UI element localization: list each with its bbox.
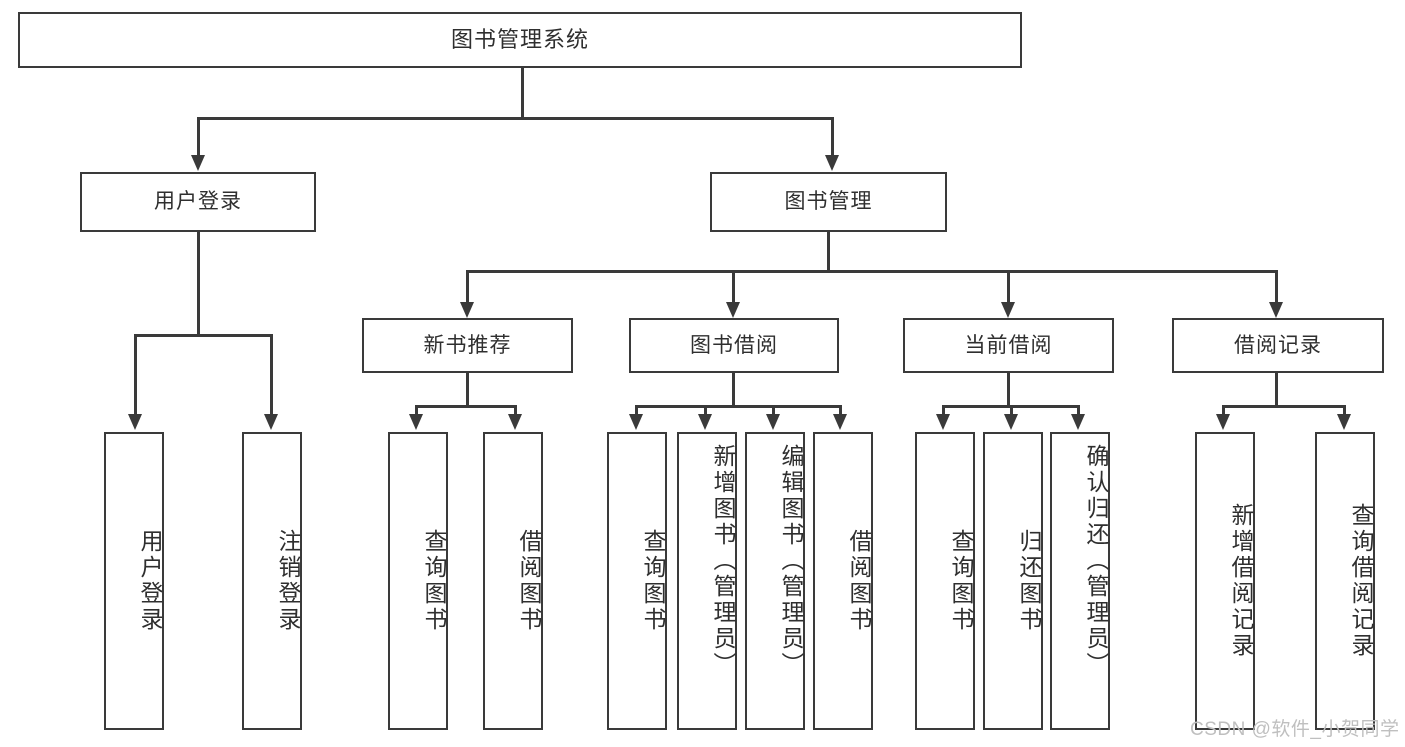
leaf-currentborrow-query-book[interactable]: 查询图书 [915, 432, 975, 730]
arrow-to-bookborrow-leaf-4 [833, 414, 847, 430]
arrow-to-bookborrow-leaf-2 [698, 414, 712, 430]
connector-newbook-drop-2 [514, 405, 517, 417]
connector-root-left-drop [197, 117, 200, 157]
arrow-to-bookborrow-leaf-3 [766, 414, 780, 430]
leaf-newbook-borrow-book[interactable]: 借阅图书 [483, 432, 543, 730]
connector-bookborrow-stem [732, 373, 735, 407]
connector-bookborrow-bus [635, 405, 841, 408]
node-user-login[interactable]: 用户登录 [80, 172, 316, 232]
node-book-borrow[interactable]: 图书借阅 [629, 318, 839, 373]
node-current-borrow[interactable]: 当前借阅 [903, 318, 1114, 373]
leaf-bookborrow-edit-book-admin[interactable]: 编辑图书（管理员） [745, 432, 805, 730]
node-root[interactable]: 图书管理系统 [18, 12, 1022, 68]
connector-root-right-drop [831, 117, 834, 157]
leaf-user-login[interactable]: 用户登录 [104, 432, 164, 730]
arrow-to-currentborrow-leaf-2 [1004, 414, 1018, 430]
connector-newbook-bus [415, 405, 517, 408]
arrow-to-newbook-leaf-2 [508, 414, 522, 430]
leaf-bookborrow-borrow-book[interactable]: 借阅图书 [813, 432, 873, 730]
connector-bookborrow-drop-1 [635, 405, 638, 417]
connector-userlogin-drop-2 [270, 334, 273, 416]
connector-bookborrow-drop-4 [839, 405, 842, 417]
arrow-to-bookborrow-leaf-1 [629, 414, 643, 430]
arrow-to-currentborrow-leaf-1 [936, 414, 950, 430]
arrow-to-user-login [191, 155, 205, 171]
connector-currentborrow-stem [1007, 373, 1010, 407]
leaf-currentborrow-return-book[interactable]: 归还图书 [983, 432, 1043, 730]
connector-currentborrow-drop-1 [942, 405, 945, 417]
arrow-to-borrowrecord-leaf-1 [1216, 414, 1230, 430]
arrow-to-user-login-leaf [128, 414, 142, 430]
leaf-borrowrecord-add-record[interactable]: 新增借阅记录 [1195, 432, 1255, 730]
arrow-to-borrow-record [1269, 302, 1283, 318]
leaf-borrowrecord-query-record[interactable]: 查询借阅记录 [1315, 432, 1375, 730]
arrow-to-new-book-rec [460, 302, 474, 318]
connector-root-bus [197, 117, 834, 120]
connector-bookmanage-drop-1 [466, 270, 469, 304]
leaf-bookborrow-query-book[interactable]: 查询图书 [607, 432, 667, 730]
connector-userlogin-bus [134, 334, 273, 337]
connector-bookmanage-stem [827, 232, 830, 272]
leaf-bookborrow-add-book-admin[interactable]: 新增图书（管理员） [677, 432, 737, 730]
connector-bookmanage-drop-2 [732, 270, 735, 304]
connector-bookborrow-drop-2 [704, 405, 707, 417]
node-book-manage[interactable]: 图书管理 [710, 172, 947, 232]
arrow-to-book-manage [825, 155, 839, 171]
arrow-to-borrowrecord-leaf-2 [1337, 414, 1351, 430]
leaf-newbook-query-book[interactable]: 查询图书 [388, 432, 448, 730]
connector-currentborrow-drop-2 [1010, 405, 1013, 417]
connector-borrowrecord-drop-2 [1343, 405, 1346, 417]
connector-newbook-stem [466, 373, 469, 407]
arrow-to-logout-leaf [264, 414, 278, 430]
node-borrow-record[interactable]: 借阅记录 [1172, 318, 1384, 373]
connector-bookborrow-drop-3 [772, 405, 775, 417]
connector-newbook-drop-1 [415, 405, 418, 417]
connector-bookmanage-bus [466, 270, 1278, 273]
node-new-book-rec[interactable]: 新书推荐 [362, 318, 573, 373]
connector-currentborrow-drop-3 [1077, 405, 1080, 417]
connector-borrowrecord-bus [1222, 405, 1346, 408]
connector-userlogin-drop-1 [134, 334, 137, 416]
connector-borrowrecord-drop-1 [1222, 405, 1225, 417]
connector-userlogin-stem [197, 232, 200, 336]
arrow-to-newbook-leaf-1 [409, 414, 423, 430]
arrow-to-current-borrow [1001, 302, 1015, 318]
leaf-currentborrow-confirm-return-admin[interactable]: 确认归还（管理员） [1050, 432, 1110, 730]
leaf-logout[interactable]: 注销登录 [242, 432, 302, 730]
arrow-to-book-borrow [726, 302, 740, 318]
connector-root-stem [521, 68, 524, 118]
connector-bookmanage-drop-4 [1275, 270, 1278, 304]
connector-bookmanage-drop-3 [1007, 270, 1010, 304]
connector-borrowrecord-stem [1275, 373, 1278, 407]
arrow-to-currentborrow-leaf-3 [1071, 414, 1085, 430]
